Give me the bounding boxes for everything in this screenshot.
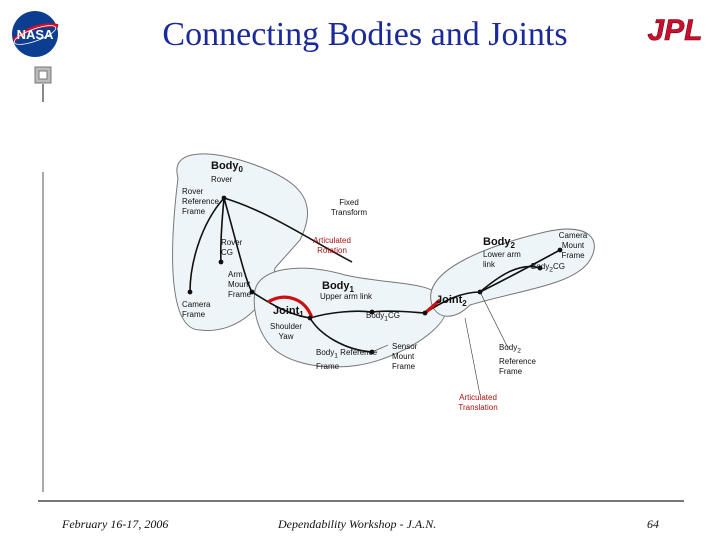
left-rail-top bbox=[42, 84, 44, 102]
rail-ornament-icon bbox=[34, 66, 52, 84]
nasa-logo-icon: NASA bbox=[12, 11, 59, 57]
articulated-translation-label: Articulated Translation bbox=[458, 393, 498, 412]
camera-frame-label: Camera Frame bbox=[182, 300, 211, 319]
slide-title: Connecting Bodies and Joints bbox=[162, 16, 568, 53]
jpl-logo-icon: JPL bbox=[647, 14, 703, 46]
joint2-label: Joint2 bbox=[436, 294, 467, 309]
arm-mount-frame-label: Arm Mount Frame bbox=[228, 270, 252, 299]
body1-label: Body1 bbox=[322, 280, 354, 295]
body2-region bbox=[430, 228, 595, 317]
body2-reference-frame-label: Body2 Reference Frame bbox=[499, 343, 536, 376]
joint1-arc bbox=[267, 295, 314, 319]
body1-cg-label: Body1CG bbox=[366, 311, 400, 323]
body0-desc: Rover bbox=[211, 175, 233, 184]
body1-reference-frame-label: Body1 Reference Frame bbox=[316, 348, 378, 371]
footer-date: February 16-17, 2006 bbox=[62, 517, 169, 531]
body2-cg-label: Body2CG bbox=[531, 262, 565, 274]
nasa-logo-text: NASA bbox=[17, 27, 54, 42]
footer-event: Dependability Workshop - J.A.N. bbox=[278, 517, 437, 531]
footer-page-number: 64 bbox=[647, 517, 659, 531]
footer-rule bbox=[38, 500, 684, 502]
body0-label: Body0 bbox=[211, 160, 243, 175]
rover-reference-frame-label: Rover Reference Frame bbox=[182, 187, 219, 216]
body2-desc: Lower arm link bbox=[483, 250, 521, 269]
joint1-desc: Shoulder Yaw bbox=[269, 322, 303, 341]
left-rail-bottom bbox=[42, 172, 44, 492]
body1-desc: Upper arm link bbox=[320, 292, 373, 301]
joint1-label: Joint1 bbox=[273, 305, 304, 320]
body0-region bbox=[172, 153, 308, 331]
body2-label: Body2 bbox=[483, 236, 515, 251]
jpl-logo-text: JPL bbox=[647, 14, 702, 46]
body1-region bbox=[253, 267, 448, 368]
camera-mount-frame-label: Camera Mount Frame bbox=[558, 231, 588, 260]
sensor-mount-frame-label: Sensor Mount Frame bbox=[392, 342, 418, 371]
joint2-arc bbox=[423, 298, 442, 315]
articulated-rotation-label: Articulated Rotation bbox=[313, 236, 351, 255]
rover-cg-label: Rover CG bbox=[221, 238, 243, 257]
fixed-transform-label: Fixed Transform bbox=[330, 198, 368, 217]
